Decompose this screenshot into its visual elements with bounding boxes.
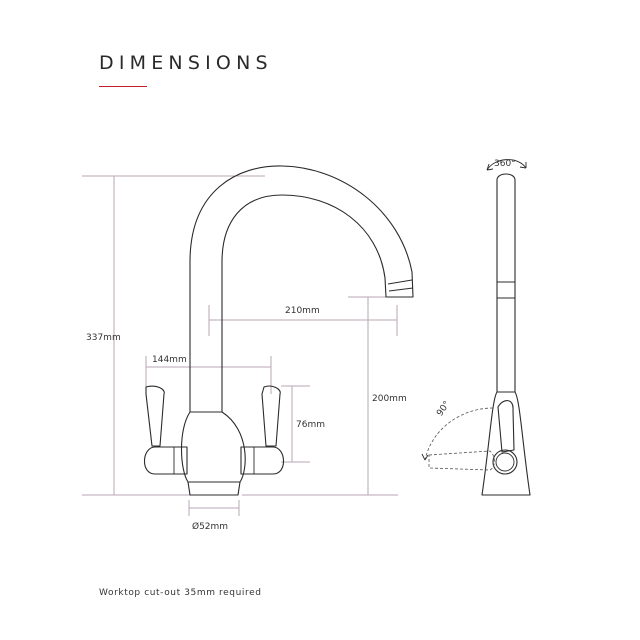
lever-swing-arrow: [421, 453, 429, 461]
title-underline: [99, 86, 147, 87]
right-lever: [261, 385, 281, 447]
spout-outline: [189, 165, 414, 413]
left-valve: [143, 446, 188, 475]
side-handle-boss: [492, 449, 518, 475]
rotation-arc: [486, 159, 527, 171]
lever-swing-arc: [424, 407, 494, 461]
rotation-arrow-head-left: [486, 163, 494, 171]
left-lever: [145, 385, 165, 447]
label-lever-angle: 90°: [435, 399, 452, 418]
tap-side-view: [421, 159, 531, 496]
rotation-arrow-head-right: [519, 162, 527, 169]
side-body: [481, 391, 531, 496]
side-spout: [496, 173, 516, 393]
tap-front-view: [143, 165, 414, 496]
label-handle-span: 144mm: [152, 355, 187, 365]
label-handle-height: 76mm: [296, 420, 325, 430]
tap-body: [181, 411, 246, 496]
label-spout-height: 200mm: [372, 394, 407, 404]
lever-open-position: [428, 450, 495, 471]
side-handle-boss-inner: [495, 452, 515, 472]
page-title: DIMENSIONS: [99, 52, 273, 74]
side-lever: [497, 400, 515, 453]
dimension-lines: [82, 175, 398, 516]
label-total-height: 337mm: [86, 333, 121, 343]
right-valve: [240, 446, 285, 475]
spout-tip-band: [387, 279, 413, 285]
label-spout-reach: 210mm: [285, 306, 320, 316]
label-rotation: 360°: [494, 159, 516, 169]
dimension-labels: 337mm 210mm 144mm 76mm 200mm Ø52mm 360° …: [86, 159, 516, 532]
label-base-diameter: Ø52mm: [192, 521, 228, 532]
spout-tip-band-2: [388, 287, 414, 292]
cutout-note: Worktop cut-out 35mm required: [99, 588, 262, 598]
